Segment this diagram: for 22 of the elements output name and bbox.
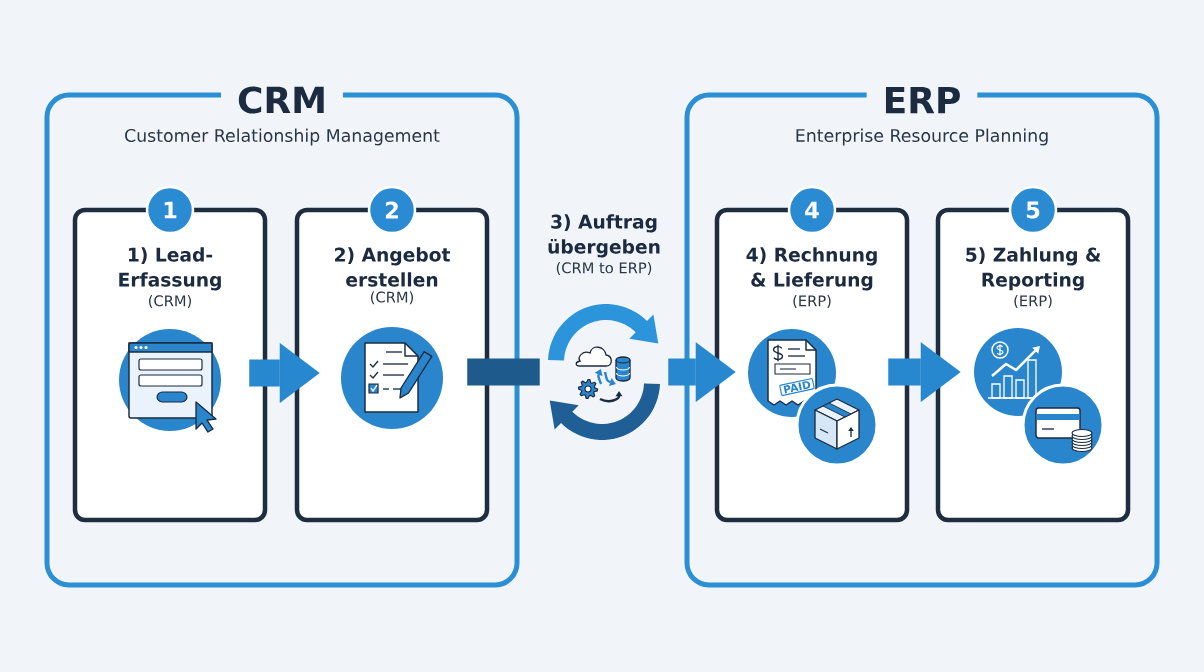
system-tag: (CRM to ERP): [556, 262, 652, 276]
block-arrow: [668, 342, 736, 402]
system-tag: (CRM): [371, 291, 413, 305]
number-badge: 2: [367, 185, 417, 235]
number-badge: 1: [145, 185, 195, 235]
number-badge: 4: [787, 185, 837, 235]
panel-title: ERP: [866, 86, 978, 114]
step-title: 5) Zahlung & Reporting: [966, 247, 1101, 291]
stamp-text: PAID: [779, 378, 815, 396]
system-tag: (ERP): [1014, 295, 1052, 309]
block-arrow: [249, 343, 320, 403]
step-title: 1) Lead-Erfassung: [119, 247, 221, 291]
step-title: 3) Auftrag übergeben: [548, 214, 660, 258]
step-title: 2) Angebot erstellen: [335, 247, 450, 287]
number-badge: 5: [1008, 185, 1058, 235]
step-title: 4) Rechnung & Lieferung: [746, 247, 877, 291]
panel-subtitle: Customer Relationship Management: [125, 128, 440, 146]
system-tag: (CRM): [149, 295, 191, 309]
block-arrow: [888, 342, 961, 402]
system-tag: (ERP): [793, 295, 831, 309]
panel-subtitle: Enterprise Resource Planning: [796, 128, 1048, 146]
panel-title: CRM: [221, 86, 343, 114]
